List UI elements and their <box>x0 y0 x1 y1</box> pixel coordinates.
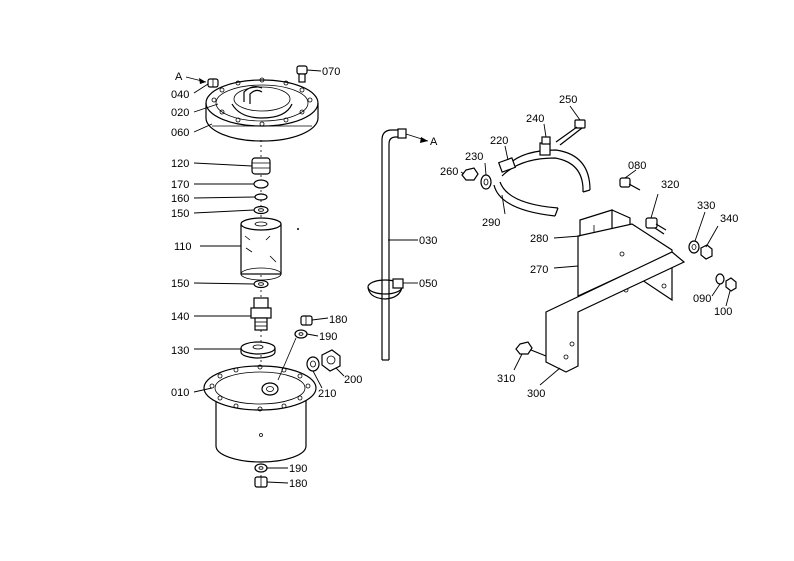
bolt-070 <box>296 65 308 83</box>
label-270: 270 <box>530 264 548 276</box>
label-190a: 190 <box>319 331 337 343</box>
fitting-140 <box>250 297 272 331</box>
nut-200 <box>321 349 341 372</box>
washer-150a <box>253 205 269 215</box>
bolt-080 <box>619 177 641 191</box>
label-290: 290 <box>482 217 500 229</box>
collar-120 <box>251 157 271 175</box>
nut-340 <box>700 244 713 260</box>
label-150b: 150 <box>171 278 189 290</box>
clamp-050 <box>367 278 404 300</box>
label-010: 010 <box>171 387 189 399</box>
bolt-310 <box>515 341 547 357</box>
fitting-040 <box>207 78 219 88</box>
label-260: 260 <box>440 166 458 178</box>
label-280: 280 <box>530 233 548 245</box>
label-A-rod: A <box>430 136 438 148</box>
label-340: 340 <box>720 213 738 225</box>
filter-110 <box>240 217 282 281</box>
label-240: 240 <box>526 113 544 125</box>
label-060: 060 <box>171 127 189 139</box>
bolt-180a <box>300 315 313 326</box>
label-120: 120 <box>171 158 189 170</box>
label-160: 160 <box>171 193 189 205</box>
label-130: 130 <box>171 345 189 357</box>
tank-cover <box>205 77 319 142</box>
tank-010 <box>203 364 317 463</box>
plate-130 <box>240 341 276 359</box>
label-040: 040 <box>171 89 189 101</box>
label-330: 330 <box>697 200 715 212</box>
label-140: 140 <box>171 311 189 323</box>
bolt-260 <box>461 167 479 181</box>
label-020: 020 <box>171 107 189 119</box>
bracket-300 <box>545 251 686 373</box>
label-150a: 150 <box>171 208 189 220</box>
washer-090 <box>715 273 725 285</box>
label-190b: 190 <box>289 463 307 475</box>
label-310: 310 <box>497 373 515 385</box>
ring-160 <box>254 193 268 201</box>
nut-100 <box>725 277 737 292</box>
label-090: 090 <box>693 293 711 305</box>
washer-190a <box>294 329 308 339</box>
label-230: 230 <box>465 151 483 163</box>
label-A-top: A <box>175 71 183 83</box>
label-320: 320 <box>661 179 679 191</box>
label-070: 070 <box>322 66 340 78</box>
label-250: 250 <box>559 94 577 106</box>
washer-210 <box>306 356 320 372</box>
label-300: 300 <box>527 388 545 400</box>
nut-230 <box>480 174 492 190</box>
label-050: 050 <box>419 278 437 290</box>
strap-290 <box>493 142 591 217</box>
label-110: 110 <box>174 241 192 253</box>
label-220: 220 <box>490 135 508 147</box>
label-210: 210 <box>318 388 336 400</box>
label-080: 080 <box>628 160 646 172</box>
washer-190b <box>254 463 268 473</box>
bolt-180b <box>254 476 268 488</box>
pipe-030 <box>381 128 407 361</box>
nut-240 <box>541 136 551 145</box>
label-180b: 180 <box>289 478 307 490</box>
bolt-320 <box>645 217 667 235</box>
label-030: 030 <box>419 235 437 247</box>
plate-270 <box>577 223 673 302</box>
ring-170 <box>253 179 269 189</box>
label-180a: 180 <box>329 314 347 326</box>
label-100: 100 <box>714 306 732 318</box>
washer-150b <box>253 279 269 289</box>
washer-330 <box>688 240 700 254</box>
label-200: 200 <box>344 374 362 386</box>
bolt-250 <box>555 119 586 146</box>
label-170: 170 <box>171 179 189 191</box>
